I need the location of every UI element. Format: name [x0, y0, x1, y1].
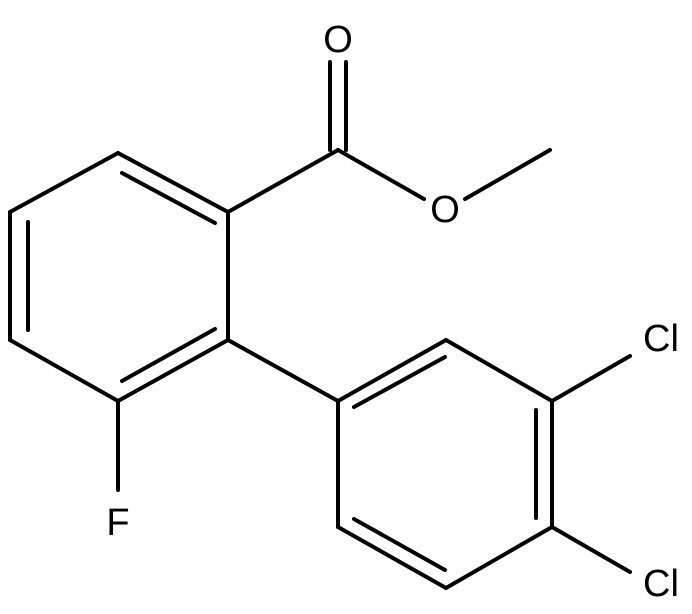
- carbonyl-oxygen-label: O: [323, 19, 353, 61]
- ester-group: [226, 60, 552, 214]
- bond-ring-carbonyl: [226, 148, 340, 214]
- bond-d5-d6: [336, 525, 448, 590]
- bond-c6-c1-inner: [120, 171, 217, 225]
- bond-c1-c2: [8, 151, 120, 214]
- bond-c3-c4: [8, 338, 120, 403]
- benzoate-ring: [8, 151, 230, 403]
- bond-c4-c5: [116, 338, 230, 403]
- bond-carbonyl-ester-o: [336, 148, 426, 201]
- bond-c-cl4: [550, 525, 632, 574]
- bond-d1-d2: [336, 338, 448, 403]
- bond-c6-c1: [116, 151, 230, 214]
- bond-d2-d3: [444, 338, 554, 403]
- bond-biaryl: [226, 338, 340, 403]
- bond-d1-d2-inner: [352, 355, 447, 409]
- bond-d4-d5: [444, 525, 554, 590]
- bond-d5-d6-inner: [352, 517, 447, 572]
- fluorine-label: F: [106, 502, 129, 544]
- chlorine-3-label: Cl: [643, 318, 679, 360]
- bond-ester-o-methyl: [463, 148, 552, 201]
- chlorine-4-label: Cl: [643, 563, 679, 605]
- bond-c-cl3: [550, 354, 632, 403]
- ester-oxygen-label: O: [430, 189, 460, 231]
- dichlorophenyl-ring: [336, 338, 554, 590]
- bond-c4-c5-inner: [120, 327, 217, 383]
